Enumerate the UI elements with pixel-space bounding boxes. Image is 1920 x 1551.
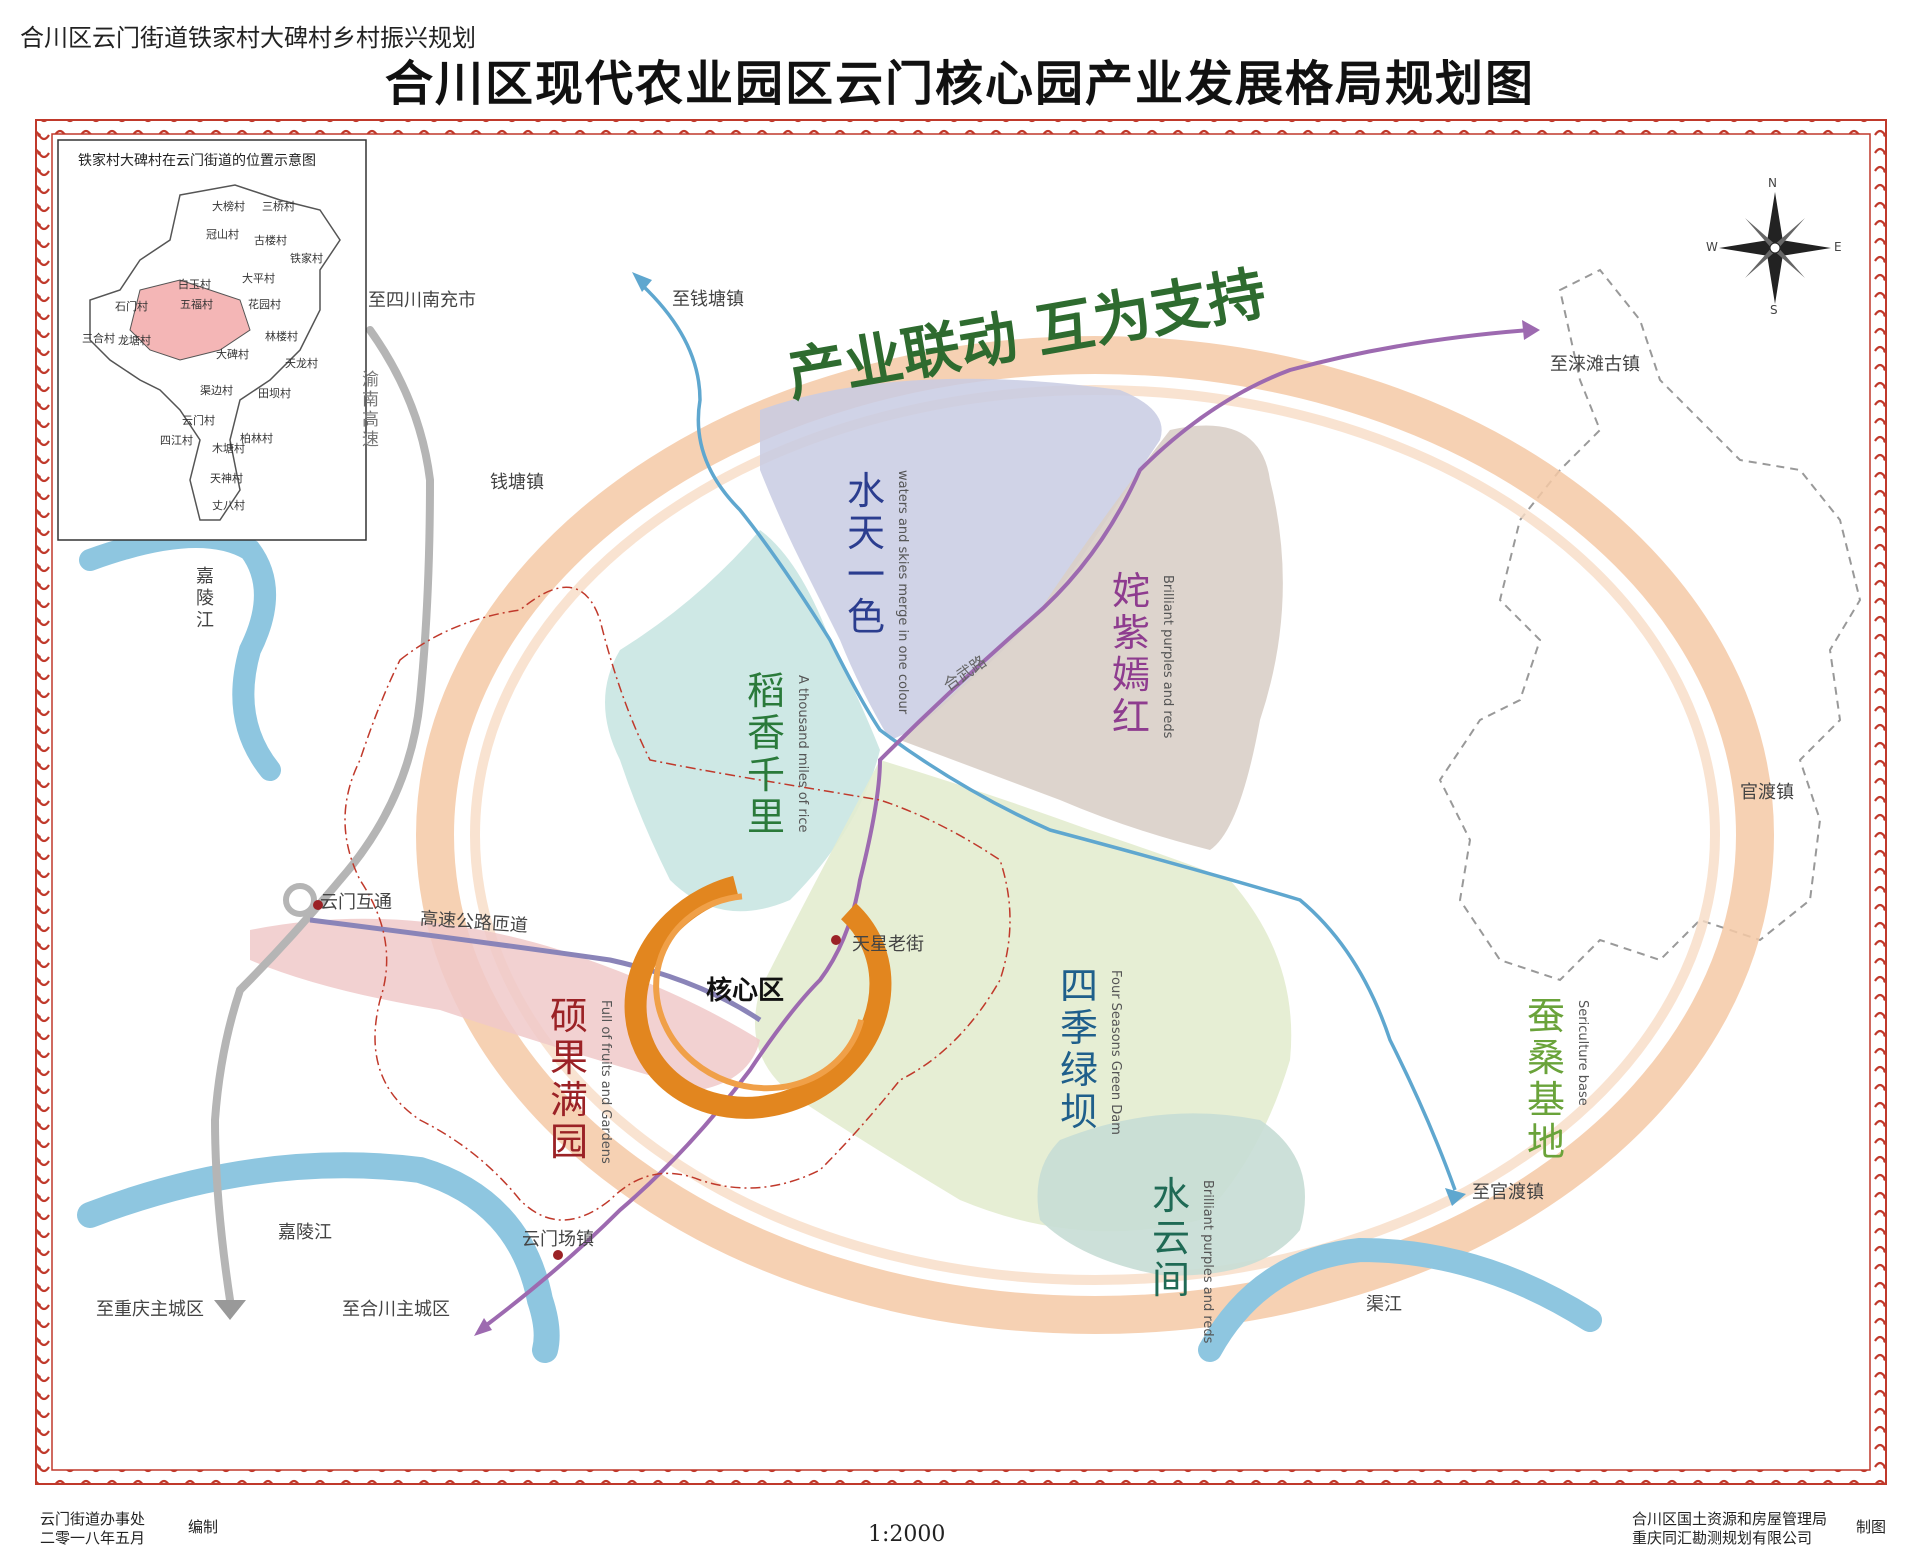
highway-connector	[309, 917, 762, 1023]
compass-n: N	[1768, 176, 1777, 190]
qujiang-river	[1198, 1237, 1602, 1362]
tianxing-dot	[831, 935, 841, 945]
yunmen-interchange-loop	[283, 883, 317, 917]
tianxing-label: 天星老街	[852, 934, 924, 955]
inset-village: 渠边村	[200, 385, 233, 397]
compass-rose	[1719, 192, 1831, 304]
yunmen-interchange-dot	[313, 900, 323, 910]
inset-village: 大榜村	[212, 201, 245, 213]
zone-shuiyunjian-area	[1037, 1113, 1305, 1276]
inset-village: 花园村	[248, 299, 281, 311]
inset-village: 大碑村	[216, 349, 249, 361]
zone-shuitianyise-area	[760, 378, 1162, 740]
zone-en-siji: Four Seasons Green Dam	[1108, 970, 1123, 1135]
district-boundary	[1438, 268, 1862, 982]
inset-village: 龙塘村	[118, 335, 151, 347]
inset-title: 铁家村大碑村在云门街道的位置示意图	[78, 153, 316, 169]
zone-siji-area	[755, 760, 1292, 1232]
yunmen-town-label: 云门场镇	[522, 1229, 594, 1250]
inset-village: 五福村	[180, 299, 213, 311]
scale-label: 1:2000	[868, 1522, 946, 1547]
inset-village: 云门村	[182, 415, 215, 427]
compass-s: S	[1770, 303, 1778, 317]
plan-subtitle: 合川区云门街道铁家村大碑村乡村振兴规划	[20, 24, 476, 52]
zone-daoxiang-area	[605, 530, 880, 912]
inset-village: 大平村	[242, 273, 275, 285]
inset-district-outline	[89, 184, 341, 521]
footer-compiled: 编制	[188, 1518, 219, 1536]
village-boundary	[344, 586, 1011, 1221]
zone-chazi-area	[900, 425, 1283, 850]
inset-village: 木塘村	[212, 443, 245, 455]
footer-company: 重庆同汇勘测规划有限公司	[1632, 1529, 1813, 1547]
core-swirl-inner	[653, 892, 867, 1092]
river-jialing-upper: 嘉陵江	[196, 566, 214, 631]
place-guandu: 官渡镇	[1740, 782, 1794, 803]
inset-village: 林楼村	[265, 331, 298, 343]
yunmen-town-dot	[553, 1250, 563, 1260]
inset-village: 田坝村	[258, 388, 291, 400]
inset-village: 石门村	[115, 301, 148, 313]
inset-village: 白玉村	[178, 279, 211, 291]
inset-village: 四江村	[160, 435, 193, 447]
hewu-road-arrow-ne	[1522, 320, 1540, 340]
to-nanchong-label: 至四川南充市	[368, 290, 476, 311]
compass-e: E	[1834, 240, 1842, 254]
zone-label-shuoguo: 硕果满园	[549, 994, 588, 1164]
hewu-road-arrow-sw	[474, 1318, 492, 1336]
footer-drawn: 制图	[1856, 1518, 1887, 1536]
core-zone-label: 核心区	[706, 976, 785, 1006]
yunmen-interchange-label: 云门互通	[320, 892, 392, 913]
footer-date: 二零一八年五月	[40, 1529, 146, 1547]
hewu-road	[478, 328, 1531, 1332]
expressway-arrow	[214, 1300, 246, 1320]
zone-en-chazi: Brilliant purples and reds	[1160, 575, 1175, 739]
zone-en-shuoguo: Full of fruits and Gardens	[598, 1000, 613, 1164]
inset-village: 柏林村	[240, 433, 273, 445]
inset-village: 天龙村	[285, 358, 318, 370]
footer-bureau: 合川区国土资源和房屋管理局	[1632, 1510, 1828, 1528]
core-swirl	[624, 871, 892, 1119]
river-qujiang: 渠江	[1366, 1294, 1402, 1315]
zone-en-shuitianyise: waters and skies merge in one colour	[895, 470, 910, 715]
inset-village: 铁家村	[290, 253, 323, 265]
zone-label-daoxiang: 稻香千里	[746, 669, 785, 839]
zone-en-cansang: Sericulture base	[1575, 1000, 1590, 1106]
to-guandu-label: 至官渡镇	[1472, 1182, 1544, 1203]
highway-label: 渝南高速	[362, 370, 379, 450]
inset-village: 三合村	[82, 333, 115, 345]
zone-label-siji: 四季绿坝	[1059, 964, 1098, 1134]
zone-label-shuiyunjian: 水云间	[1151, 1174, 1190, 1302]
to-qiantang-label: 至钱塘镇	[672, 289, 744, 310]
expressway	[210, 326, 435, 1304]
inset-village: 天神村	[210, 473, 243, 485]
stream-north-arrow	[632, 272, 652, 292]
stream-south-arrow	[1445, 1188, 1466, 1206]
inset-highlight	[129, 279, 251, 361]
zone-label-chazi: 姹紫嫣红	[1111, 569, 1150, 739]
inset-village: 丈八村	[212, 500, 245, 512]
to-hechuan-label: 至合川主城区	[342, 1299, 450, 1320]
map-title: 合川区现代农业园区云门核心园产业发展格局规划图	[384, 56, 1535, 112]
river-jialing-lower: 嘉陵江	[278, 1222, 332, 1243]
inset-village: 冠山村	[206, 229, 239, 241]
zone-en-daoxiang: A thousand miles of rice	[795, 675, 810, 833]
stream-north	[640, 283, 1457, 1191]
place-qiantang: 钱塘镇	[490, 472, 544, 493]
zone-en-shuiyunjian: Brilliant purples and reds	[1200, 1180, 1215, 1344]
inset-village: 三桥村	[262, 201, 295, 213]
to-laitan-label: 至涞滩古镇	[1550, 354, 1640, 375]
zone-label-shuitianyise: 水天一色	[846, 469, 885, 639]
to-chongqing-label: 至重庆主城区	[96, 1299, 204, 1320]
footer-org: 云门街道办事处	[40, 1510, 146, 1528]
industry-ring	[416, 336, 1774, 1334]
zone-label-cansang: 蚕桑基地	[1526, 994, 1565, 1164]
inset-village: 古楼村	[254, 235, 287, 247]
compass-w: W	[1706, 240, 1718, 254]
